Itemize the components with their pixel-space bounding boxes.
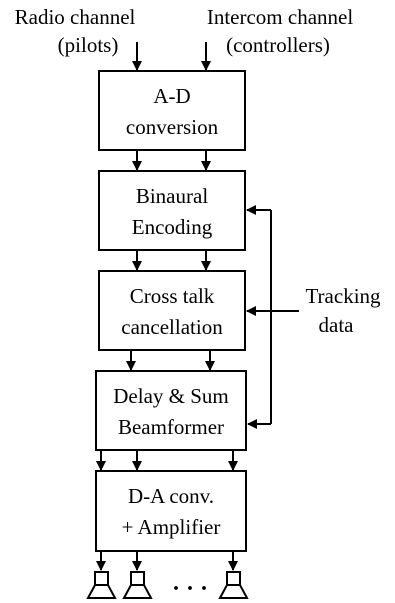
tracking-data-bus <box>246 205 299 429</box>
binaural-encoding-block: Binaural Encoding <box>98 170 246 251</box>
tracking-data-label: Tracking data <box>305 284 381 337</box>
ad-conversion-block: A-D conversion <box>98 70 246 151</box>
intercom-channel-label: Intercom channel <box>207 5 354 29</box>
radio-channel-sublabel: (pilots) <box>58 33 119 57</box>
tracking-data-subtitle: data <box>319 313 355 337</box>
da-amplifier-block: D-A conv. + Amplifier <box>95 470 247 552</box>
binaural-encoding-title: Binaural <box>136 184 208 208</box>
crosstalk-cancellation-subtitle: cancellation <box>121 315 223 339</box>
crosstalk-cancellation-title: Cross talk <box>130 284 215 308</box>
tracking-data-title: Tracking <box>305 284 381 308</box>
beamformer-title: Delay & Sum <box>113 384 229 408</box>
speaker-icon <box>122 571 153 599</box>
da-amplifier-subtitle: + Amplifier <box>122 515 221 539</box>
crosstalk-cancellation-block: Cross talk cancellation <box>98 270 246 351</box>
da-amplifier-title: D-A conv. <box>128 484 214 508</box>
radio-channel-label: Radio channel <box>15 5 136 29</box>
ad-conversion-title: A-D <box>153 84 190 108</box>
intercom-channel-sublabel: (controllers) <box>226 33 330 57</box>
speaker-icon <box>86 571 117 599</box>
beamformer-subtitle: Beamformer <box>118 415 224 439</box>
speaker-icon <box>218 571 249 599</box>
beamformer-block: Delay & Sum Beamformer <box>95 370 247 451</box>
binaural-encoding-subtitle: Encoding <box>132 215 213 239</box>
radio-channel-input: Radio channel (pilots) <box>15 5 136 57</box>
intercom-channel-input: Intercom channel (controllers) <box>207 5 354 57</box>
more-speakers-ellipsis: · · · <box>172 576 208 602</box>
ad-conversion-subtitle: conversion <box>126 115 219 139</box>
